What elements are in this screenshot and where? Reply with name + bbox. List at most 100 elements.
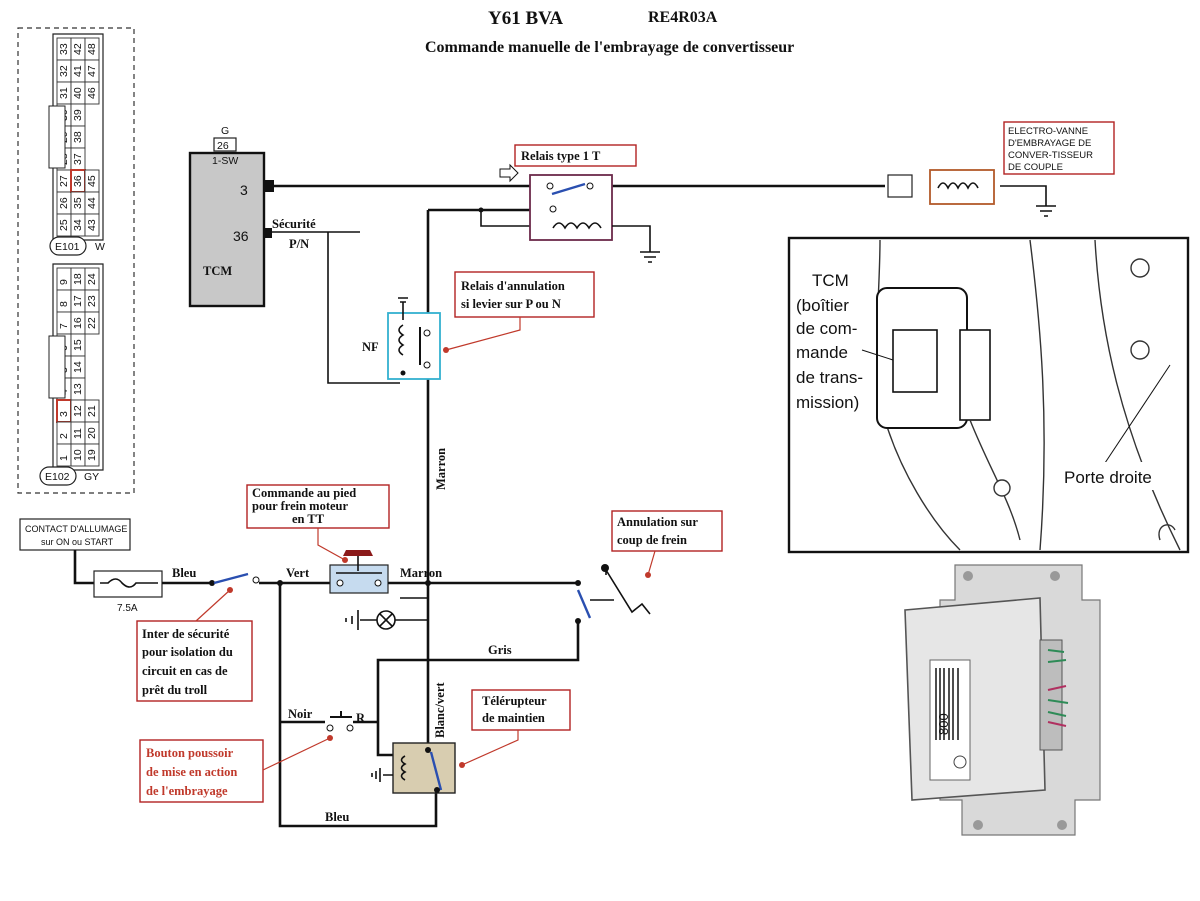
- connector-pin-number: 33: [58, 43, 70, 55]
- label-noir: Noir: [288, 707, 313, 721]
- connector-pin-number: 27: [58, 175, 70, 187]
- solenoid-label: ELECTRO-VANNE D'EMBRAYAGE DE CONVER-TISS…: [1003, 121, 1115, 175]
- connector-pin-number: 35: [72, 197, 84, 209]
- photo-tcm-line-1: TCM: [812, 271, 849, 290]
- connector-pin-number: 20: [86, 427, 98, 439]
- connector-pin: [56, 267, 72, 291]
- connector-pin-number: 24: [86, 273, 98, 285]
- contact-line-1: CONTACT D'ALLUMAGE: [25, 524, 127, 534]
- foot-switch-line-2: pour frein moteur: [252, 499, 349, 513]
- connector-pin-number: 37: [72, 153, 84, 165]
- connector-pin-number: 44: [86, 197, 98, 209]
- connector-pin-number: 23: [86, 295, 98, 307]
- photo-tcm-line-6: mission): [796, 393, 859, 412]
- connector-pin-number: 41: [72, 65, 84, 77]
- connector-pin-number: 13: [72, 383, 84, 395]
- connector-pin: [84, 311, 100, 335]
- title-gearbox: RE4R03A: [648, 9, 718, 26]
- connector-pin-number: 48: [86, 43, 98, 55]
- label-gris: Gris: [488, 643, 512, 657]
- indicator-lamp-icon: [376, 610, 396, 630]
- connector-pin: [84, 213, 100, 237]
- photo-tcm-line-3: de com-: [796, 319, 857, 338]
- tcm-top-pin: 26: [217, 140, 229, 152]
- tcm-pin-36: 36: [233, 228, 249, 244]
- safety-switch: [209, 572, 260, 586]
- connector-pin-number: 18: [72, 273, 84, 285]
- connector-pin-number: 16: [72, 317, 84, 329]
- e102-color: GY: [84, 471, 99, 483]
- label-bleu-bottom: Bleu: [325, 810, 349, 824]
- tcm-name: TCM: [203, 264, 232, 278]
- contact-line-2: sur ON ou START: [41, 537, 114, 547]
- relay-1t-label: Relais type 1 T: [521, 149, 601, 163]
- connector-pin-number: 1: [58, 455, 70, 461]
- foot-switch-line-1: Commande au pied: [252, 486, 356, 500]
- label-nf: NF: [362, 340, 379, 354]
- solenoid-line-3: CONVER-TISSEUR: [1008, 150, 1093, 161]
- safety-switch-line-2: pour isolation du: [142, 645, 233, 659]
- relay-maintien-line-2: de maintien: [482, 711, 545, 725]
- connector-pin-number: 34: [72, 219, 84, 231]
- safety-switch-line-3: circuit en cas de: [142, 664, 228, 678]
- connector-pin-number: 22: [86, 317, 98, 329]
- brake-cancel-line-2: coup de frein: [617, 533, 687, 547]
- ecu-unit: [904, 564, 1101, 836]
- connector-pin-number: 9: [58, 279, 70, 285]
- fuse-rating: 7.5A: [117, 603, 138, 614]
- connector-pin-number: 25: [58, 219, 70, 231]
- photo-porte-droite: Porte droite: [1064, 468, 1152, 487]
- connector-pin-number: 10: [72, 449, 84, 461]
- relay-maintien-line-1: Télérupteur: [482, 694, 547, 708]
- connector-pin-number: 17: [72, 295, 84, 307]
- connector-pin-number: 31: [58, 87, 70, 99]
- connector-pin-number: 2: [58, 433, 70, 439]
- push-button: [326, 711, 354, 732]
- tcm-module: TCM 3 36 26 G 1-SW: [188, 125, 274, 308]
- relay-1t: [529, 174, 651, 252]
- connector-pin-number: 8: [58, 301, 70, 307]
- label-blanc-vert: Blanc/vert: [433, 682, 447, 738]
- connector-pin: [84, 81, 100, 105]
- connector-pin-number: 26: [58, 197, 70, 209]
- label-securite: Sécurité: [272, 217, 316, 231]
- solenoid-line-4: DE COUPLE: [1008, 162, 1063, 173]
- foot-switch: [329, 550, 389, 594]
- connector-pin: [56, 311, 72, 335]
- connector-pin-number: 12: [72, 405, 84, 417]
- safety-switch-line-1: Inter de sécurité: [142, 627, 230, 641]
- label-marron-horizontal: Marron: [400, 566, 442, 580]
- connector-pin-number: 47: [86, 65, 98, 77]
- title-model: Y61 BVA: [488, 8, 563, 29]
- relay-nf: [387, 297, 441, 380]
- relay-annulation-line-2: si levier sur P ou N: [461, 297, 561, 311]
- vehicle-photo: [787, 236, 1190, 554]
- connector-pin-number: 40: [72, 87, 84, 99]
- connector-pin-number: 21: [86, 405, 98, 417]
- photo-tcm-line-5: de trans-: [796, 368, 863, 387]
- connector-pin-number: 19: [86, 449, 98, 461]
- connector-pin-number: 3: [58, 411, 70, 417]
- photo-tcm-line-2: (boîtier: [796, 296, 849, 315]
- solenoid-line-1: ELECTRO-VANNE: [1008, 126, 1088, 137]
- connector-pin: [56, 289, 72, 313]
- connector-pin-number: 45: [86, 175, 98, 187]
- connector-e101: 3332313029282726254241403938373635344847…: [48, 33, 104, 241]
- safety-switch-line-4: prêt du troll: [142, 683, 208, 697]
- tcm-top-label: G: [221, 125, 229, 137]
- label-r: R: [356, 711, 366, 725]
- push-button-line-3: de l'embrayage: [146, 784, 228, 798]
- brake-switch: [575, 564, 651, 624]
- connector-pin-number: 14: [72, 361, 84, 373]
- push-button-line-1: Bouton poussoir: [146, 746, 234, 760]
- tcm-top-sub: 1-SW: [212, 155, 238, 167]
- connector-panel: [17, 27, 135, 494]
- e102-name: E102: [45, 471, 70, 483]
- e101-name: E101: [55, 241, 80, 253]
- connector-pin-number: 11: [72, 428, 84, 439]
- connector-pin-number: 43: [86, 219, 98, 231]
- connector-pin: [56, 421, 72, 445]
- label-bleu-top: Bleu: [172, 566, 196, 580]
- ground-symbol: [640, 251, 660, 263]
